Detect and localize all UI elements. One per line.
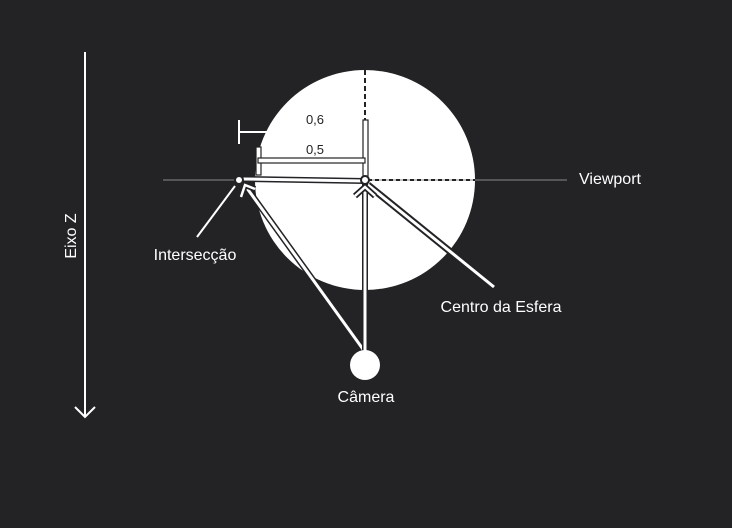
sphere-center-point bbox=[360, 175, 370, 185]
z-axis-label: Eixo Z bbox=[63, 213, 80, 259]
z-axis-arrowhead bbox=[74, 406, 96, 419]
z-axis: Eixo Z bbox=[63, 52, 96, 419]
camera-label: Câmera bbox=[338, 389, 395, 406]
intersection-chevron-fill bbox=[239, 183, 256, 198]
viewport-label: Viewport bbox=[579, 171, 642, 188]
sphere-center-label: Centro da Esfera bbox=[441, 299, 562, 316]
center-chevron-fill bbox=[354, 185, 376, 197]
rays bbox=[241, 176, 368, 355]
dimension-inner: 0,5 bbox=[255, 142, 366, 176]
dimension-outer: 0,6 bbox=[238, 112, 369, 177]
sphere-center-leader bbox=[365, 182, 497, 290]
intersection-point bbox=[234, 175, 244, 185]
intersection-leader bbox=[196, 185, 236, 238]
intersection-label: Intersecção bbox=[154, 247, 237, 264]
dimension-outer-label: 0,6 bbox=[306, 112, 324, 127]
dimension-inner-label: 0,5 bbox=[306, 142, 324, 157]
camera-point bbox=[350, 350, 380, 380]
